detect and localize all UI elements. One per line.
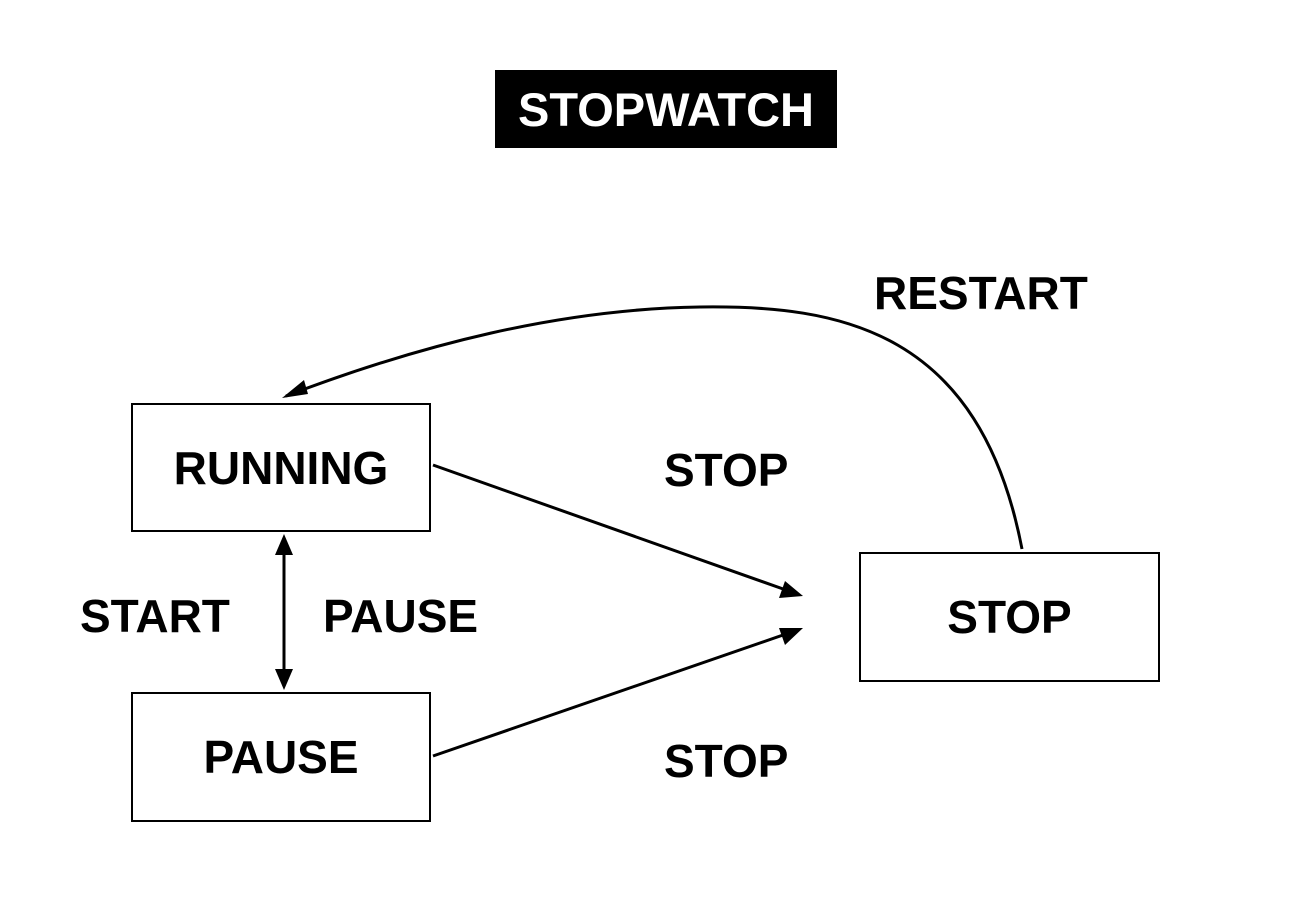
pause-to-stop-arrowhead bbox=[779, 628, 803, 645]
running-to-stop-arrowhead bbox=[779, 581, 803, 598]
restart-arrow bbox=[285, 305, 1024, 550]
transition-label-restart: RESTART bbox=[874, 267, 1088, 319]
diagram-title: STOPWATCH bbox=[495, 70, 837, 148]
transition-label-stop-from-pause: STOP bbox=[664, 735, 789, 787]
transition-label-stop-from-running: STOP bbox=[664, 444, 789, 496]
restart-arrowhead bbox=[282, 380, 308, 398]
state-pause-label: PAUSE bbox=[203, 731, 359, 783]
state-stop: STOP bbox=[859, 552, 1160, 682]
start-pause-arrowhead-up bbox=[275, 534, 293, 555]
state-stop-label: STOP bbox=[947, 591, 1072, 643]
state-running-label: RUNNING bbox=[173, 441, 389, 494]
transition-label-pause: PAUSE bbox=[323, 590, 479, 642]
running-to-stop-arrow bbox=[432, 463, 787, 592]
start-pause-arrowhead-down bbox=[275, 669, 293, 690]
state-pause: PAUSE bbox=[131, 692, 431, 822]
pause-to-stop-arrow bbox=[432, 632, 787, 758]
transition-label-start: START bbox=[80, 590, 230, 642]
state-running: RUNNING bbox=[131, 403, 431, 532]
